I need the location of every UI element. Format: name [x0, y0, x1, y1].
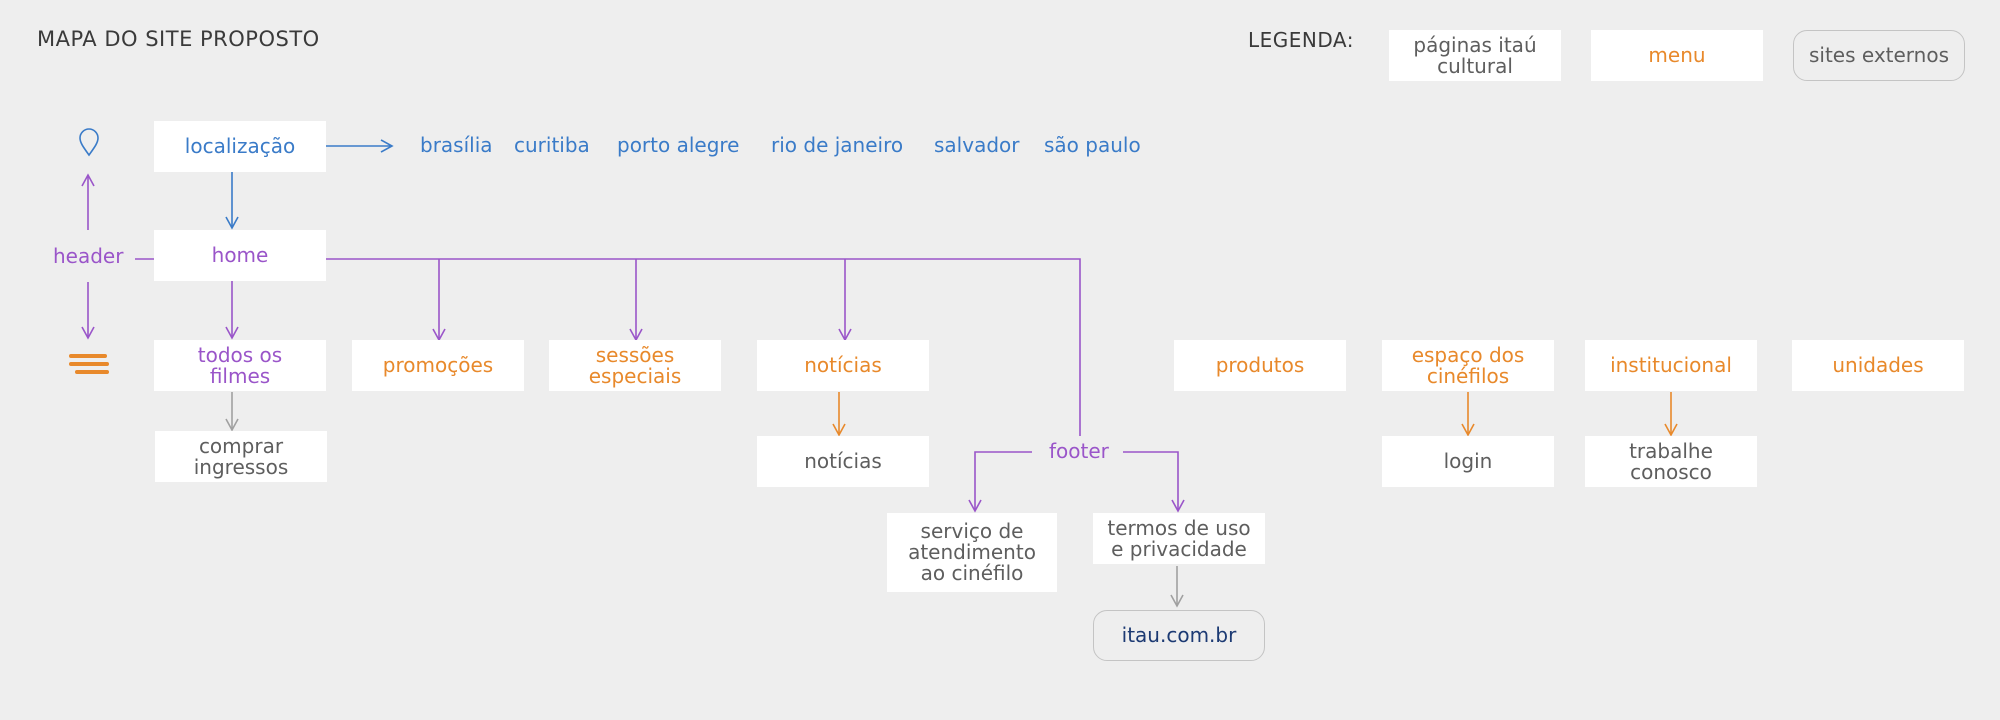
header-label: header — [53, 244, 124, 268]
node-todos-os-filmes: todos os filmes — [154, 340, 326, 391]
line-home-branch — [326, 258, 1081, 436]
city-label: brasília — [420, 133, 493, 157]
page-title: MAPA DO SITE PROPOSTO — [37, 27, 320, 51]
arrow-footer-to-servico — [968, 451, 1032, 513]
legend-external: sites externos — [1793, 30, 1965, 81]
city-label: curitiba — [514, 133, 590, 157]
node-espaco-dos-cinefilos: espaço dos cinéfilos — [1382, 340, 1554, 391]
city-label: salvador — [934, 133, 1020, 157]
node-unidades: unidades — [1792, 340, 1964, 391]
arrow-footer-to-termos — [1123, 451, 1185, 513]
map-pin-icon — [79, 128, 99, 157]
legend-pages: páginas itaú cultural — [1389, 30, 1561, 81]
node-sessoes-especiais: sessões especiais — [549, 340, 721, 391]
node-localizacao: localização — [154, 121, 326, 172]
node-produtos: produtos — [1174, 340, 1346, 391]
city-label: rio de janeiro — [771, 133, 904, 157]
legend-menu: menu — [1591, 30, 1763, 81]
node-itau-site: itau.com.br — [1093, 610, 1265, 661]
node-servico-atendimento: serviço de atendimento ao cinéfilo — [887, 513, 1057, 592]
node-promocoes: promoções — [352, 340, 524, 391]
node-trabalhe-conosco: trabalhe conosco — [1585, 436, 1757, 487]
node-termos-uso: termos de uso e privacidade — [1093, 513, 1265, 564]
node-comprar-ingressos: comprar ingressos — [155, 431, 327, 482]
city-label: são paulo — [1044, 133, 1141, 157]
hamburger-menu-icon — [69, 354, 109, 374]
node-institucional: institucional — [1585, 340, 1757, 391]
city-label: porto alegre — [617, 133, 740, 157]
node-noticias-menu: notícias — [757, 340, 929, 391]
node-home: home — [154, 230, 326, 281]
footer-label: footer — [1049, 439, 1109, 463]
legend-label: LEGENDA: — [1248, 28, 1354, 52]
node-login: login — [1382, 436, 1554, 487]
node-noticias-page: notícias — [757, 436, 929, 487]
